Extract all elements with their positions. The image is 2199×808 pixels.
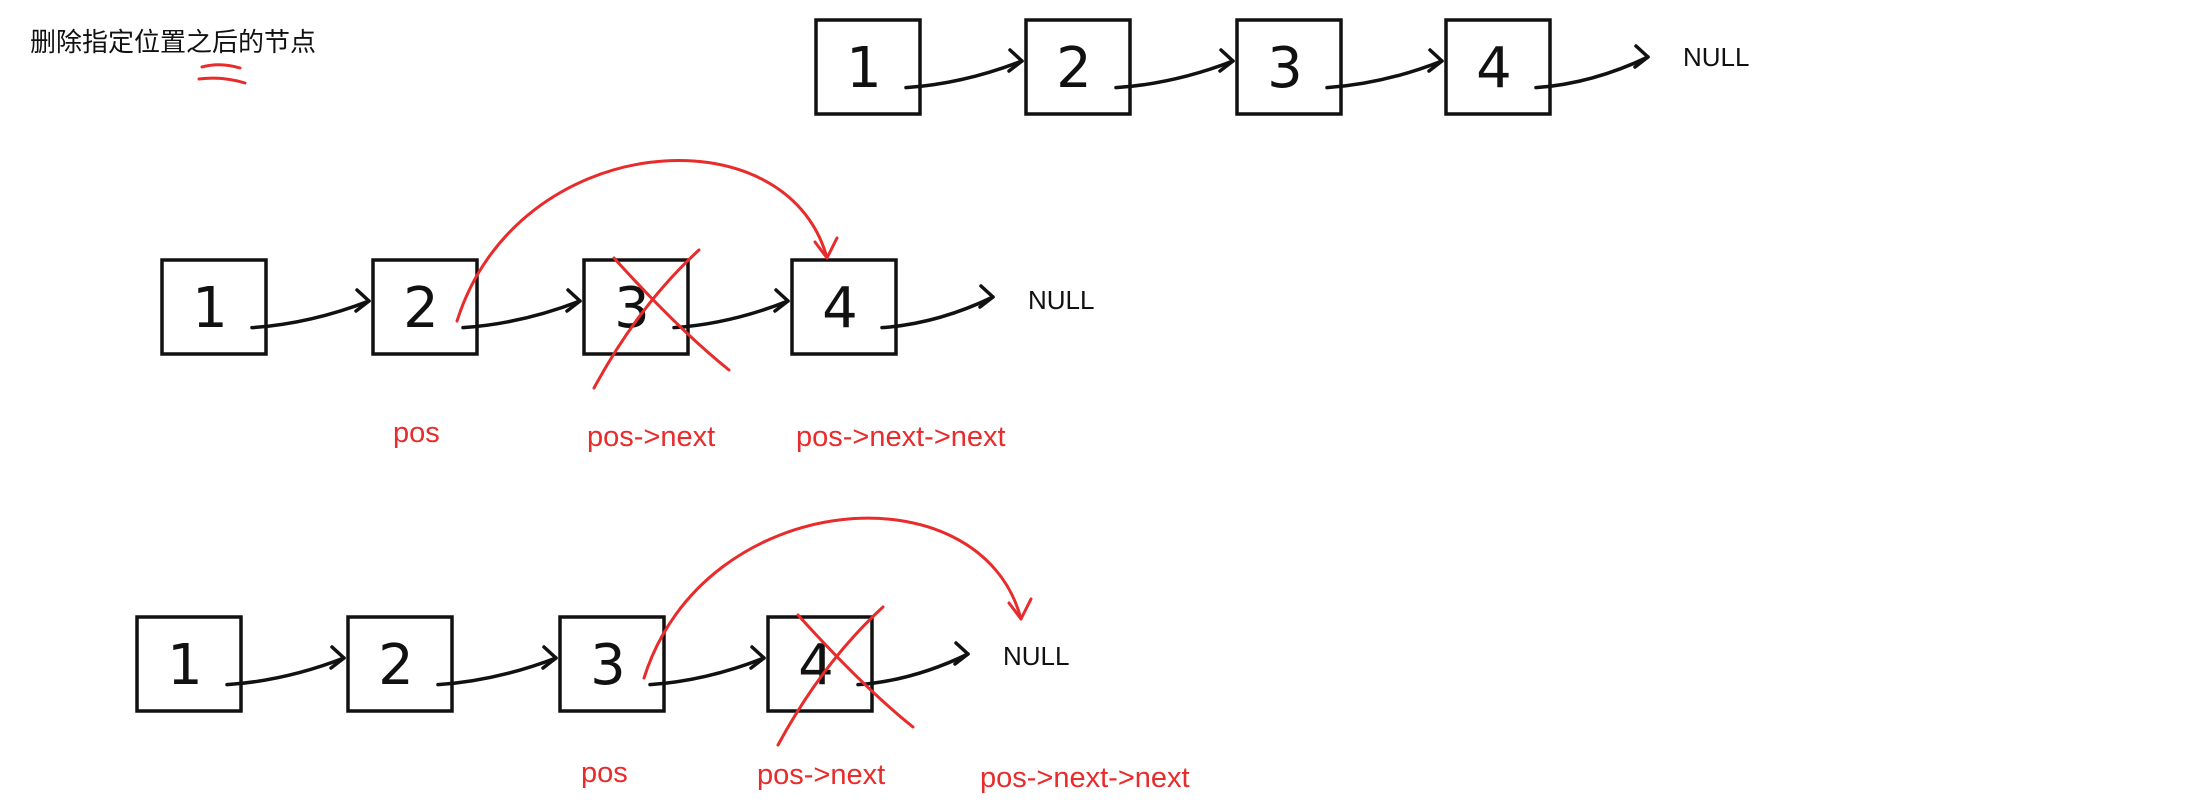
- node-value: 4: [822, 276, 858, 341]
- bypass-arrow: [642, 516, 1023, 680]
- delete-cross-stroke: [796, 613, 915, 729]
- pointer-label-pos-next: pos->next: [587, 421, 716, 453]
- delete-cross-stroke: [592, 248, 701, 390]
- delete-cross-stroke: [612, 256, 731, 372]
- bypass-arrowhead: [813, 236, 839, 260]
- node-box: [1024, 18, 1132, 116]
- pointer-label-pos-next-next: pos->next->next: [980, 762, 1190, 794]
- node-box: [814, 18, 922, 116]
- node-value: 1: [192, 276, 228, 341]
- arrowhead: [1427, 48, 1444, 73]
- node-box: [766, 615, 874, 713]
- node-value: 3: [590, 633, 626, 698]
- node-box: [1235, 18, 1343, 116]
- next-pointer-arrow: [250, 299, 371, 330]
- node-box: [160, 258, 268, 356]
- next-pointer-arrow: [880, 295, 995, 330]
- arrowhead: [1633, 44, 1650, 69]
- arrowhead: [953, 641, 970, 666]
- delete-cross-stroke: [776, 605, 885, 747]
- next-pointer-arrow: [856, 652, 970, 687]
- node-box: [558, 615, 666, 713]
- node-box: [135, 615, 243, 713]
- node-value: 2: [403, 276, 439, 341]
- null-label: NULL: [1028, 285, 1095, 315]
- node-value: 1: [846, 36, 882, 101]
- arrowhead: [749, 645, 766, 670]
- bypass-arrowhead: [1007, 597, 1033, 621]
- node-value: 1: [167, 633, 203, 698]
- node-value: 2: [1056, 36, 1092, 101]
- next-pointer-arrow: [1325, 59, 1444, 90]
- node-box: [1444, 18, 1552, 116]
- arrowhead: [773, 288, 790, 313]
- next-pointer-arrow: [648, 656, 766, 687]
- arrowhead: [565, 288, 582, 313]
- node-box: [790, 258, 898, 356]
- bypass-arrow: [455, 158, 829, 323]
- node-value: 4: [1476, 36, 1512, 101]
- arrowhead: [541, 645, 558, 670]
- arrowhead: [329, 645, 346, 670]
- red-underline-stroke: [200, 63, 242, 70]
- pointer-label-pos-next-next: pos->next->next: [796, 421, 1006, 453]
- title-underline-mark: [197, 63, 247, 85]
- next-pointer-arrow: [672, 299, 790, 330]
- node-value: 3: [1267, 36, 1303, 101]
- next-pointer-arrow: [461, 299, 582, 330]
- diagram-title: 删除指定位置之后的节点: [30, 28, 317, 58]
- arrowhead: [1218, 48, 1235, 73]
- node-box: [582, 258, 690, 356]
- next-pointer-arrow: [436, 656, 558, 687]
- null-label: NULL: [1003, 641, 1070, 671]
- null-label: NULL: [1683, 42, 1750, 72]
- node-value: 2: [378, 633, 414, 698]
- node-box: [346, 615, 454, 713]
- row-original-list: 1 2 3 4: [814, 18, 1650, 116]
- pointer-label-pos-next: pos->next: [757, 759, 886, 791]
- node-box: [371, 258, 479, 356]
- next-pointer-arrow: [225, 656, 346, 687]
- pointer-label-pos: pos: [581, 757, 628, 789]
- pointer-label-pos: pos: [393, 417, 440, 449]
- arrowhead: [1007, 48, 1024, 73]
- red-underline-stroke: [197, 76, 247, 85]
- arrowhead: [354, 288, 371, 313]
- arrowhead: [978, 284, 995, 309]
- next-pointer-arrow: [904, 59, 1024, 90]
- next-pointer-arrow: [1534, 55, 1650, 90]
- next-pointer-arrow: [1114, 59, 1235, 90]
